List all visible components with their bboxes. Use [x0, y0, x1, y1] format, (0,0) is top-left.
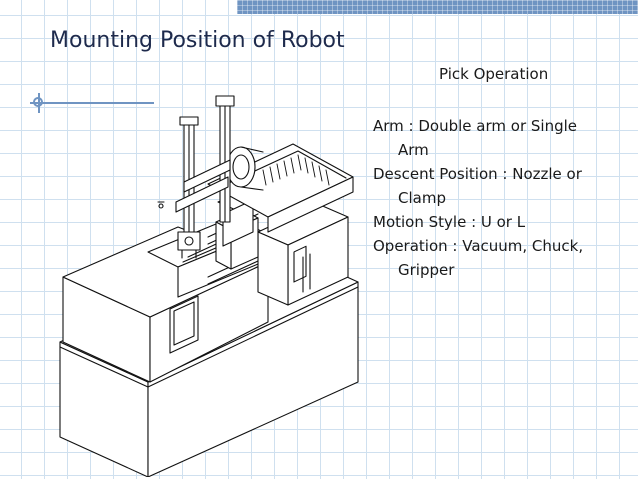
subheading: Pick Operation: [439, 65, 549, 83]
slide-title: Mounting Position of Robot: [50, 28, 345, 53]
bullet-descent-position: Descent Position : Nozzle or Clamp: [373, 165, 582, 207]
decorative-ring-icon: [33, 97, 43, 107]
injection-molding-machine-icon: [59, 95, 359, 477]
decorative-rule: [30, 102, 154, 104]
bullet-list: Arm : Double arm or Single Arm Descent P…: [373, 114, 609, 282]
bullet-motion-style: Motion Style : U or L: [373, 213, 526, 231]
bullet-arm: Arm : Double arm or Single Arm: [373, 117, 577, 159]
bullet-operation: Operation : Vacuum, Chuck, Gripper: [373, 237, 584, 279]
header-accent-band: [237, 0, 638, 14]
